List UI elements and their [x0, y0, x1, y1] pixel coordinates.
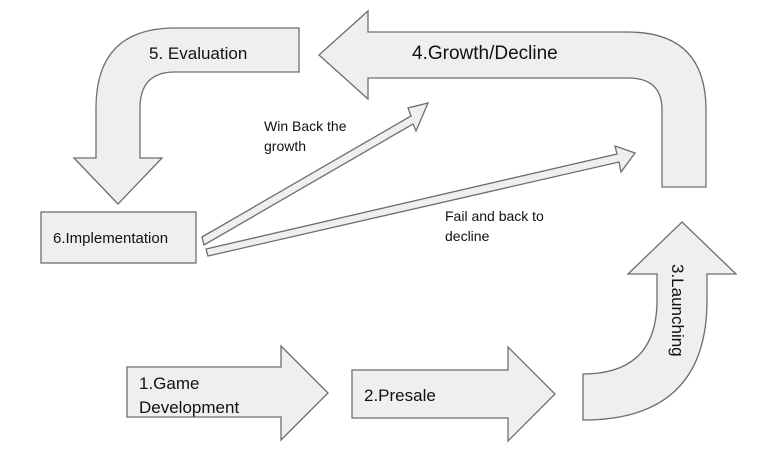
fail-back-arrow [205, 144, 637, 257]
win-back-arrow-shape [201, 102, 430, 246]
implementation-label: 6.Implementation [53, 230, 168, 247]
implementation-box [40, 211, 197, 264]
step-game-development: 1.Game Development [126, 344, 329, 442]
growth-decline-label: 4.Growth/Decline [412, 43, 558, 64]
game-development-arrow [126, 344, 329, 442]
fail-back-label-line2: decline [445, 228, 490, 244]
launching-label: 3.Launching [668, 264, 687, 357]
evaluation-label: 5. Evaluation [149, 44, 247, 63]
step-launching: 3.Launching [582, 221, 738, 421]
evaluation-arrow [72, 27, 300, 205]
fail-back-label-line1: Fail and back to [445, 208, 544, 224]
step-presale: 2.Presale [351, 345, 556, 443]
win-back-label-line2: growth [264, 138, 306, 154]
presale-arrow [351, 345, 556, 443]
step-implementation: 6.Implementation [40, 211, 197, 264]
step-growth-decline: 4.Growth/Decline [318, 9, 707, 188]
presale-label: 2.Presale [364, 386, 436, 405]
launching-arrow [582, 221, 738, 421]
game-development-label-line2: Development [139, 398, 239, 417]
win-back-label-line1: Win Back the [264, 118, 347, 134]
growth-decline-arrow [318, 9, 707, 188]
game-development-label-line1: 1.Game [139, 374, 199, 393]
step-evaluation: 5. Evaluation [72, 27, 300, 205]
win-back-arrow [201, 102, 430, 246]
fail-back-arrow-shape [205, 144, 637, 257]
